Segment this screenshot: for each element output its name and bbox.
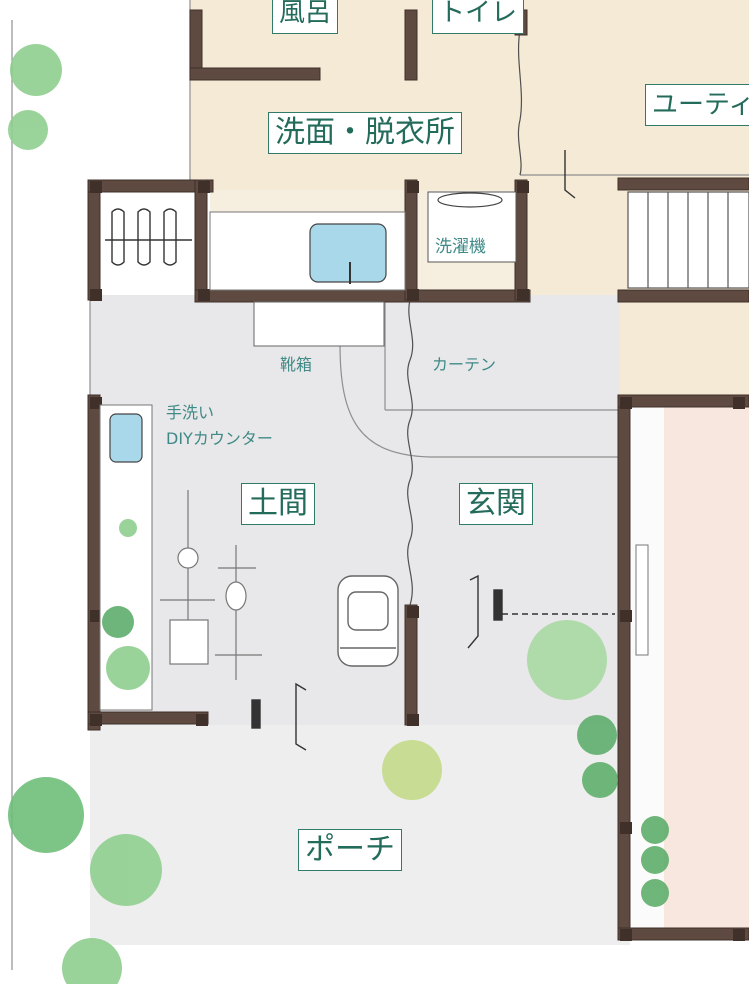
note-shoe-box: 靴箱 [280, 355, 313, 374]
note-hand-wash: 手洗い [166, 403, 215, 422]
room-label-doma: 土間 [241, 483, 315, 525]
note-washing-machine: 洗濯機 [435, 237, 486, 257]
door-swing-icon [251, 150, 615, 751]
bicycle-icon [160, 490, 262, 680]
room-label-bath: 風呂 [272, 0, 339, 34]
sink-icon [309, 223, 387, 283]
note-diy-counter: DIYカウンター [166, 429, 273, 448]
room-label-washroom: 洗面・脱衣所 [268, 112, 462, 154]
washing-machine-lid [437, 192, 503, 208]
room-label-toilet: トイレ [432, 0, 525, 34]
stairs-icon [627, 191, 749, 289]
room-label-porch: ポーチ [298, 829, 402, 871]
room-label-genkan: 玄関 [459, 483, 533, 525]
note-curtain: カーテン [432, 355, 497, 374]
curtain-line [407, 299, 414, 606]
shoe-box [253, 301, 385, 347]
shrub-icon [8, 44, 669, 984]
wall-posts [90, 181, 745, 941]
hand-basin-icon [109, 413, 143, 463]
right-room-fixture [635, 544, 649, 656]
thin-outline [11, 0, 749, 970]
walls [87, 9, 749, 941]
utility-partition-line [517, 29, 523, 176]
stroller-icon [337, 575, 399, 667]
shoe-rack-icon [105, 208, 192, 266]
room-label-utility: ユーティ [645, 84, 749, 126]
